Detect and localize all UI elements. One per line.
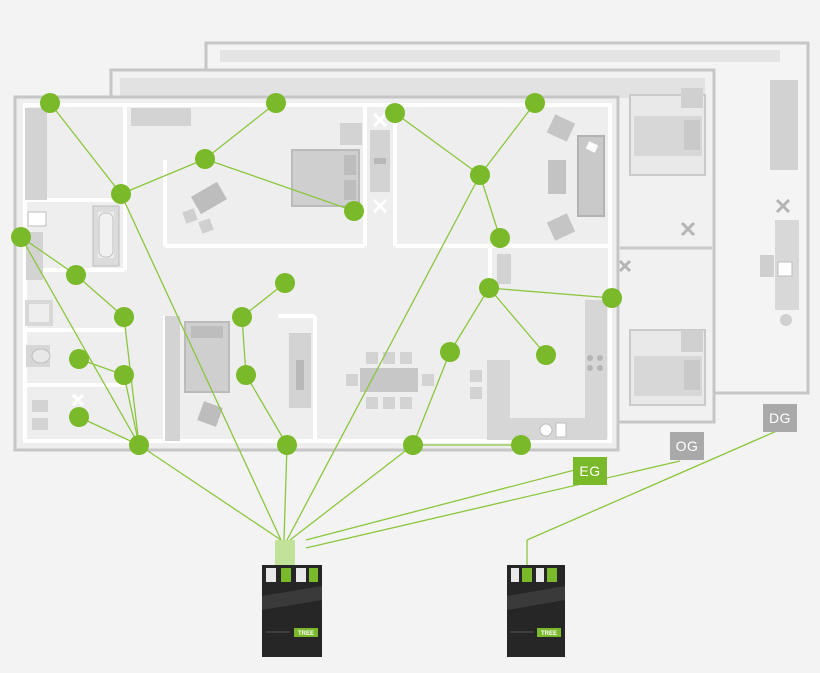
node (275, 273, 295, 293)
node (536, 345, 556, 365)
node (236, 365, 256, 385)
node (11, 227, 31, 247)
fan-icon (71, 112, 388, 407)
device-main: TREE (262, 540, 322, 657)
bed-icon (27, 211, 47, 227)
sofa-icon (182, 181, 227, 234)
floor-tag-eg: EG (573, 457, 607, 485)
node (479, 278, 499, 298)
node (69, 407, 89, 427)
node (440, 342, 460, 362)
node (470, 165, 490, 185)
fan-icon (618, 259, 632, 273)
node (114, 365, 134, 385)
bathtub-icon (98, 212, 114, 258)
fan-icon (775, 198, 791, 214)
node (277, 435, 297, 455)
node (344, 201, 364, 221)
node (129, 435, 149, 455)
device-secondary-label: TREE (541, 631, 557, 637)
floor-tag-dg: DG (763, 404, 797, 432)
sensor-nodes (11, 93, 622, 455)
node (195, 149, 215, 169)
floor-plan-eg (13, 95, 620, 452)
device-main-label: TREE (298, 631, 314, 637)
node (40, 93, 60, 113)
node (66, 265, 86, 285)
device-secondary: TREE (507, 565, 565, 657)
node (114, 307, 134, 327)
node (490, 228, 510, 248)
node (232, 307, 252, 327)
fan-icon (680, 221, 696, 237)
node (403, 435, 423, 455)
floor-tag-og: OG (670, 432, 704, 460)
node (602, 288, 622, 308)
stove-icon (539, 355, 603, 438)
node (69, 349, 89, 369)
node (525, 93, 545, 113)
toilet-icon (31, 348, 51, 364)
node (511, 435, 531, 455)
node (266, 93, 286, 113)
node (111, 184, 131, 204)
node (385, 103, 405, 123)
plant-icon (197, 114, 599, 427)
